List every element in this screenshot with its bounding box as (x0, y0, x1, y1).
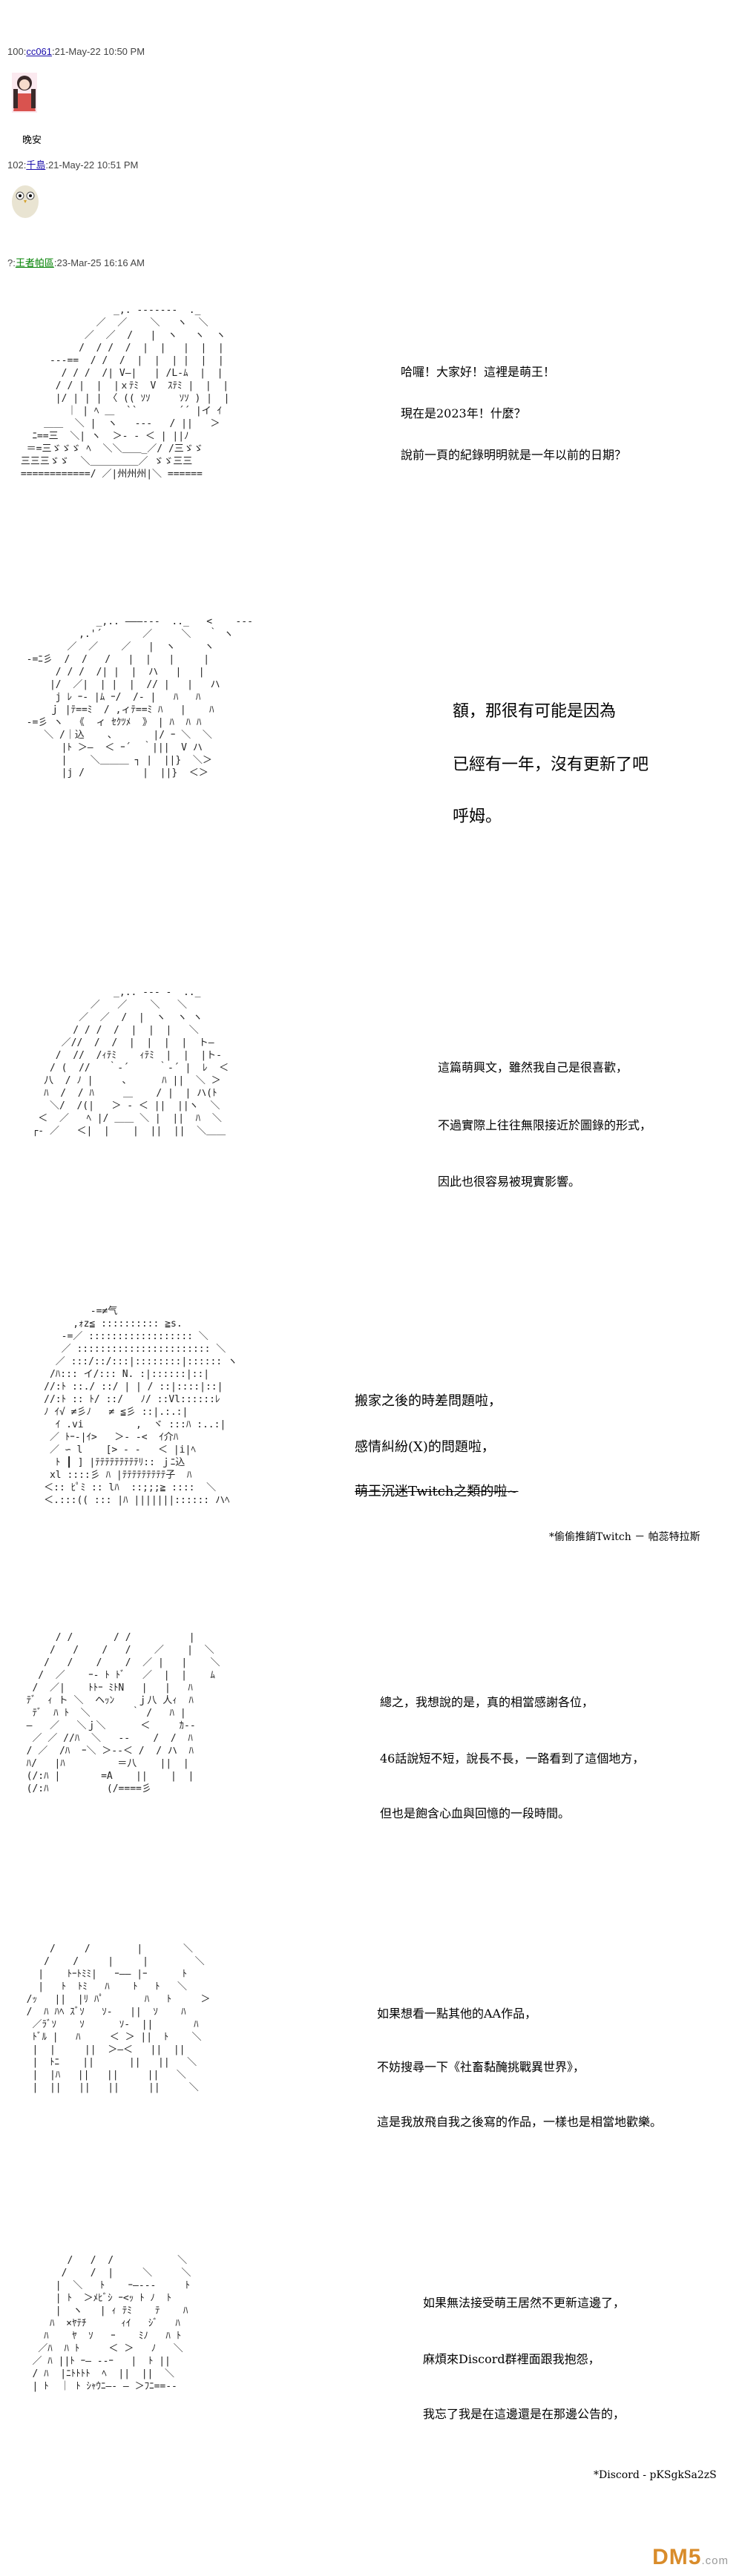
dialog-line: 感情糾紛(X)的問題啦， (355, 1439, 495, 1455)
dialog-line: 總之，我想說的是，真的相當感謝各位， (380, 1695, 594, 1709)
dialog-line: 搬家之後的時差問題啦， (355, 1393, 502, 1409)
dialog-line: 已經有一年，沒有更新了吧 (453, 756, 649, 774)
ascii-art-character: _,. -‐‐‐‐‐- ._ ／ ／ ＼ ヽ ＼ ／ ／ / | ヽ ヽ ヽ /… (20, 305, 230, 480)
dialog-line: 麻煩來Discord群裡面跟我抱怨， (423, 2352, 600, 2366)
dialog-line: 這篇萌興文，雖然我自己是很喜歡， (438, 1060, 628, 1074)
dialog-line: 哈囉！大家好！這裡是萌王！ (401, 365, 556, 379)
dialog-line: 說前一頁的紀錄明明就是一年以前的日期？ (401, 448, 627, 462)
ascii-art-character: / / / / | / / / / ／ | ＼ / / / / ／ | | ＼ … (26, 1632, 220, 1794)
site-watermark-logo: DM5.com (652, 2545, 729, 2569)
dialog-line: 但也是飽含心血與回憶的一段時間。 (380, 1806, 571, 1820)
post-header-100: 100:cc061:21-May-22 10:50 PM (7, 46, 145, 57)
dialog-line: 我忘了我是在這邊還是在那邊公告的， (423, 2407, 626, 2421)
dialog-line: 這是我放飛自我之後寫的作品，一樣也是相當地歡樂。 (377, 2115, 663, 2129)
ascii-art-character: _,.. -‐‐ - .._ ／ ／ ＼ ＼ ／ ／ / | ヽ ヽ ヽ / /… (32, 987, 229, 1137)
avatar-girl-icon (12, 73, 37, 113)
dialog-line: 呼姆。 (453, 808, 502, 826)
panel-1: _,. -‐‐‐‐‐- ._ ／ ／ ＼ ヽ ＼ ／ ／ / | ヽ ヽ ヽ /… (0, 274, 742, 601)
dialog-line: 46話說短不短，說長不長，一路看到了這個地方， (380, 1751, 645, 1766)
poster-name-link[interactable]: 千島 (26, 159, 46, 171)
poster-name-link[interactable]: 王者帕區 (15, 257, 54, 268)
dialog-line: 現在是2023年！什麼？ (401, 406, 526, 420)
panel-6: / / | ＼ / / | | ＼ | ﾄｰﾄﾐﾐ| ｰ―― |ｰ ﾄ | ﾄ … (0, 1935, 742, 2247)
footnote: *Discord - pKSgkSa2zS (594, 2469, 717, 2481)
dialog-line: 因此也很容易被現實影響。 (438, 1175, 581, 1189)
dialog-line: 如果無法接受萌王居然不更新這邊了， (423, 2296, 626, 2310)
dialog-line: 不妨搜尋一下《社畜黏醃挑戰異世界》， (377, 2060, 585, 2074)
ascii-art-character: / / | ＼ / / | | ＼ | ﾄｰﾄﾐﾐ| ｰ―― |ｰ ﾄ | ﾄ … (26, 1943, 211, 2093)
post-body-100: 晚安 (22, 134, 42, 145)
panel-2: _,.. ―――‐‐- .._ < -‐- ,.'´ ／ ＼ ｀ ヽ ／ ／ ／… (0, 608, 742, 979)
dialog-line: 如果想看一點其他的AA作品， (377, 2007, 537, 2021)
poster-name-link[interactable]: cc061 (26, 46, 53, 57)
panel-3: _,.. -‐‐ - .._ ／ ／ ＼ ＼ ／ ／ / | ヽ ヽ ヽ / /… (0, 979, 742, 1290)
dialog-line-strikethrough: 萌王沉迷Twitch之類的啦~ (355, 1484, 519, 1499)
panel-5: / / / / | / / / / ／ | ＼ / / / / ／ | | ＼ … (0, 1624, 742, 1935)
dialog-line: 不過實際上往往無限接近於圖錄的形式， (438, 1118, 652, 1132)
avatar-owl-icon (12, 185, 39, 218)
post-header-author: ?:王者帕區:23-Mar-25 16:16 AM (7, 257, 145, 268)
ascii-art-character: _,.. ―――‐‐- .._ < -‐- ,.'´ ／ ＼ ｀ ヽ ／ ／ ／… (26, 616, 253, 779)
panel-7: / / / ＼ / / | ＼ ＼ | ＼ ﾄ ｰ―‐‐- ﾄ | ﾄ ＞ﾒﾋﾞ… (0, 2247, 742, 2576)
ascii-art-character: ‐=≠气 ,ｫz≦ :::::::::: ≧s. ‐=／ :::::::::::… (44, 1306, 237, 1506)
dialog-line: 額，那很有可能是因為 (453, 702, 617, 721)
ascii-art-character: / / / ＼ / / | ＼ ＼ | ＼ ﾄ ｰ―‐‐- ﾄ | ﾄ ＞ﾒﾋﾞ… (32, 2255, 191, 2392)
panel-4: ‐=≠气 ,ｫz≦ :::::::::: ≧s. ‐=／ :::::::::::… (0, 1298, 742, 1624)
post-header-102: 102:千島:21-May-22 10:51 PM (7, 159, 139, 171)
footnote: *偷偷推銷Twitch － 帕蕊特拉斯 (549, 1531, 700, 1543)
